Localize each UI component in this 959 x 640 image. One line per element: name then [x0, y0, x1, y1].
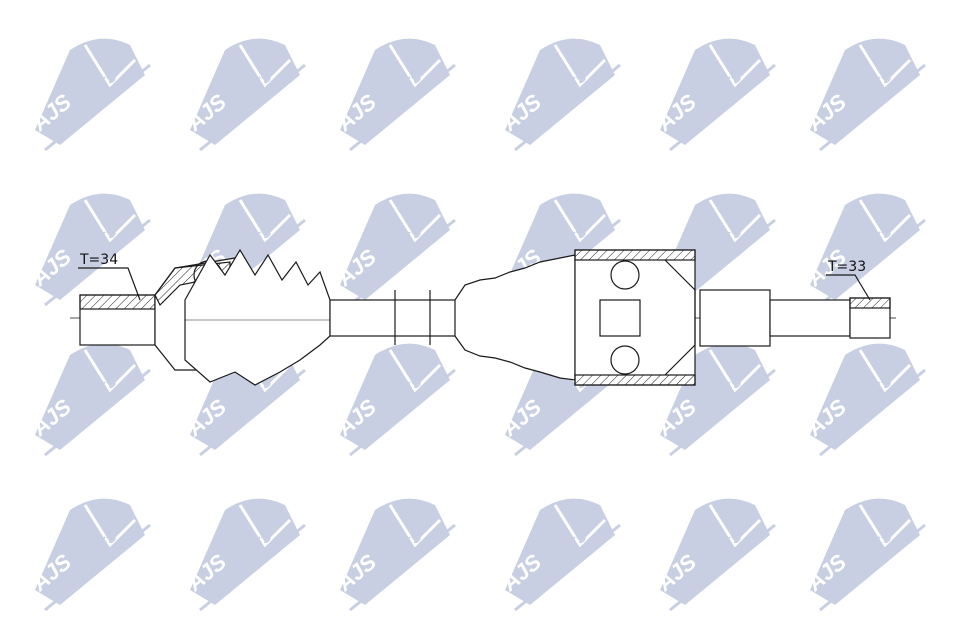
ajs-parts-watermark — [24, 497, 152, 612]
ajs-parts-watermark — [329, 192, 457, 307]
right-spline-stub — [699, 289, 771, 347]
ajs-parts-watermark — [799, 37, 927, 152]
ajs-parts-watermark — [799, 497, 927, 612]
shaft-drawing — [70, 248, 900, 386]
ajs-parts-watermark — [179, 497, 307, 612]
ajs-parts-watermark — [179, 37, 307, 152]
ajs-parts-watermark — [24, 342, 152, 457]
ajs-parts-watermark — [799, 342, 927, 457]
inner-tripod-joint — [574, 249, 696, 386]
ajs-parts-watermark — [329, 497, 457, 612]
ajs-parts-watermark — [494, 37, 622, 152]
ajs-parts-watermark — [494, 497, 622, 612]
left-teeth-label: T=34 — [79, 252, 118, 268]
ajs-parts-watermark — [329, 37, 457, 152]
ajs-parts-watermark — [649, 37, 777, 152]
ajs-parts-watermark — [649, 497, 777, 612]
ajs-parts-watermark — [24, 37, 152, 152]
inner-boot — [454, 254, 576, 381]
right-teeth-label: T=33 — [827, 259, 866, 275]
ajs-parts-watermark — [329, 342, 457, 457]
outer-boot — [184, 248, 331, 386]
ajs-parts-watermark — [24, 192, 152, 307]
